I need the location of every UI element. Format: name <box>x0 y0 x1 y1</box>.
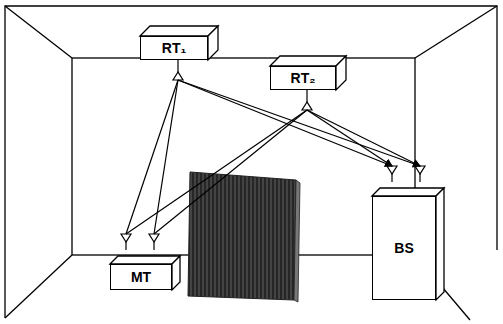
link-line <box>307 110 392 166</box>
box-side-face <box>336 56 346 90</box>
box-top-face <box>270 56 346 66</box>
radio-link <box>126 80 178 234</box>
link-line <box>154 110 307 234</box>
box-top-face <box>372 188 444 196</box>
device-label: RT₂ <box>291 70 316 86</box>
device-label: BS <box>394 240 413 256</box>
link-line <box>178 80 392 166</box>
room-edge <box>5 255 72 318</box>
link-line <box>307 110 420 166</box>
room-edge <box>5 6 72 58</box>
antenna-symbol <box>121 234 131 242</box>
box-top-face <box>140 26 218 36</box>
antenna-symbol <box>173 72 183 80</box>
link-line <box>178 80 420 166</box>
antenna-symbol <box>387 166 397 174</box>
device-label: MT <box>131 269 151 285</box>
box-top-face <box>110 256 180 264</box>
link-line <box>154 80 178 234</box>
device-box: BS <box>372 196 436 300</box>
antenna-symbol <box>149 234 159 242</box>
box-side-face <box>436 188 444 300</box>
radio-link <box>126 110 307 234</box>
antenna-symbol <box>302 102 312 110</box>
device-label: RT₁ <box>162 40 186 56</box>
device-box: MT <box>110 264 172 290</box>
link-line <box>126 80 178 234</box>
room-front-edge <box>5 6 497 318</box>
device-box: RT₂ <box>270 66 336 90</box>
box-side-face <box>208 26 218 60</box>
antenna-symbol <box>415 166 425 174</box>
link-line <box>126 110 307 234</box>
radio-link <box>307 110 420 166</box>
box-side-face <box>172 256 180 290</box>
device-box: RT₁ <box>140 36 208 60</box>
radio-link <box>178 80 420 166</box>
room-edge <box>415 6 497 58</box>
obstacle-panel <box>188 172 300 302</box>
